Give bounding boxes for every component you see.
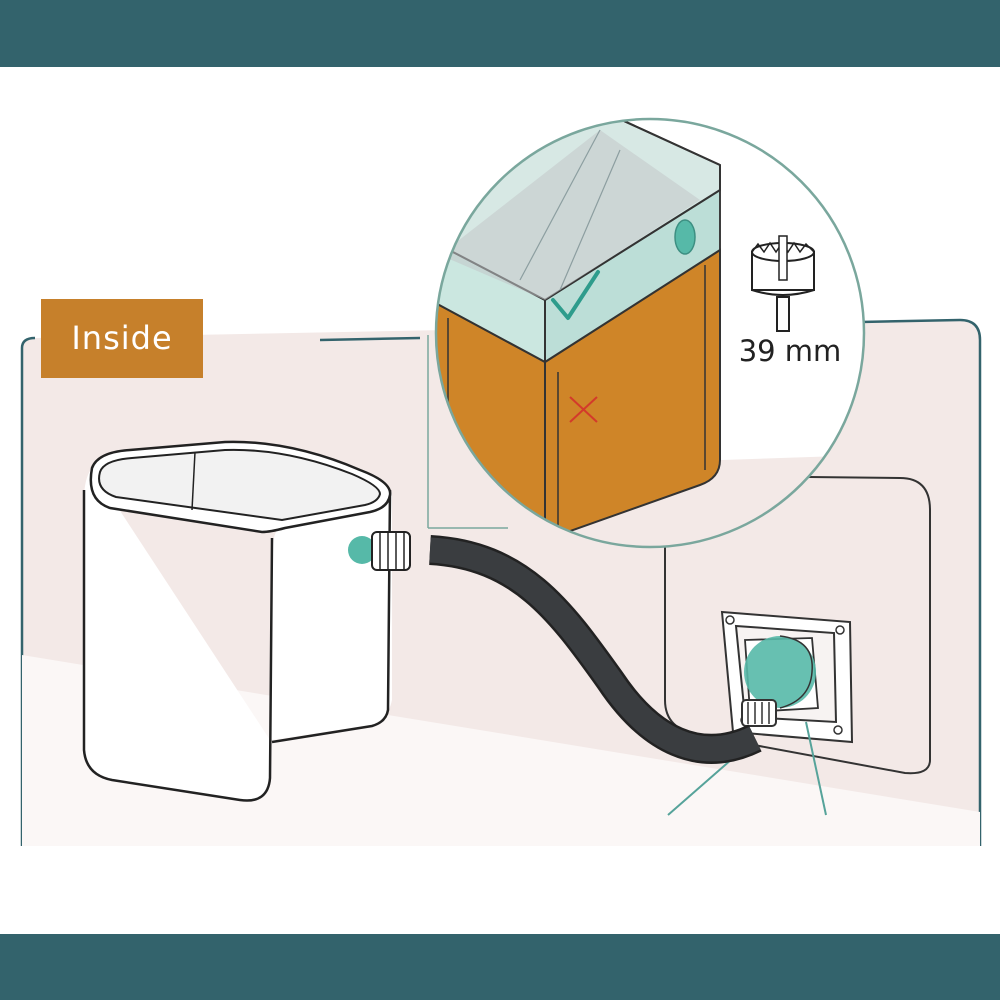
mounting-plate [720,610,854,744]
check-icon [551,270,600,320]
top-band [0,0,1000,67]
cross-icon [569,396,598,423]
hole-saw-icon [751,235,815,332]
wall-outline [20,318,982,846]
bottom-band [0,934,1000,1000]
hole-size-label: 39 mm [738,334,842,368]
drain-hose [428,535,762,764]
floor-tone [22,655,980,846]
inside-label: Inside [41,299,203,378]
outlet-marker [348,536,376,564]
pointer-line-right [805,721,827,816]
hole-marker [674,219,696,255]
outlet-hole-marker [744,636,816,708]
water-tank [82,440,411,802]
